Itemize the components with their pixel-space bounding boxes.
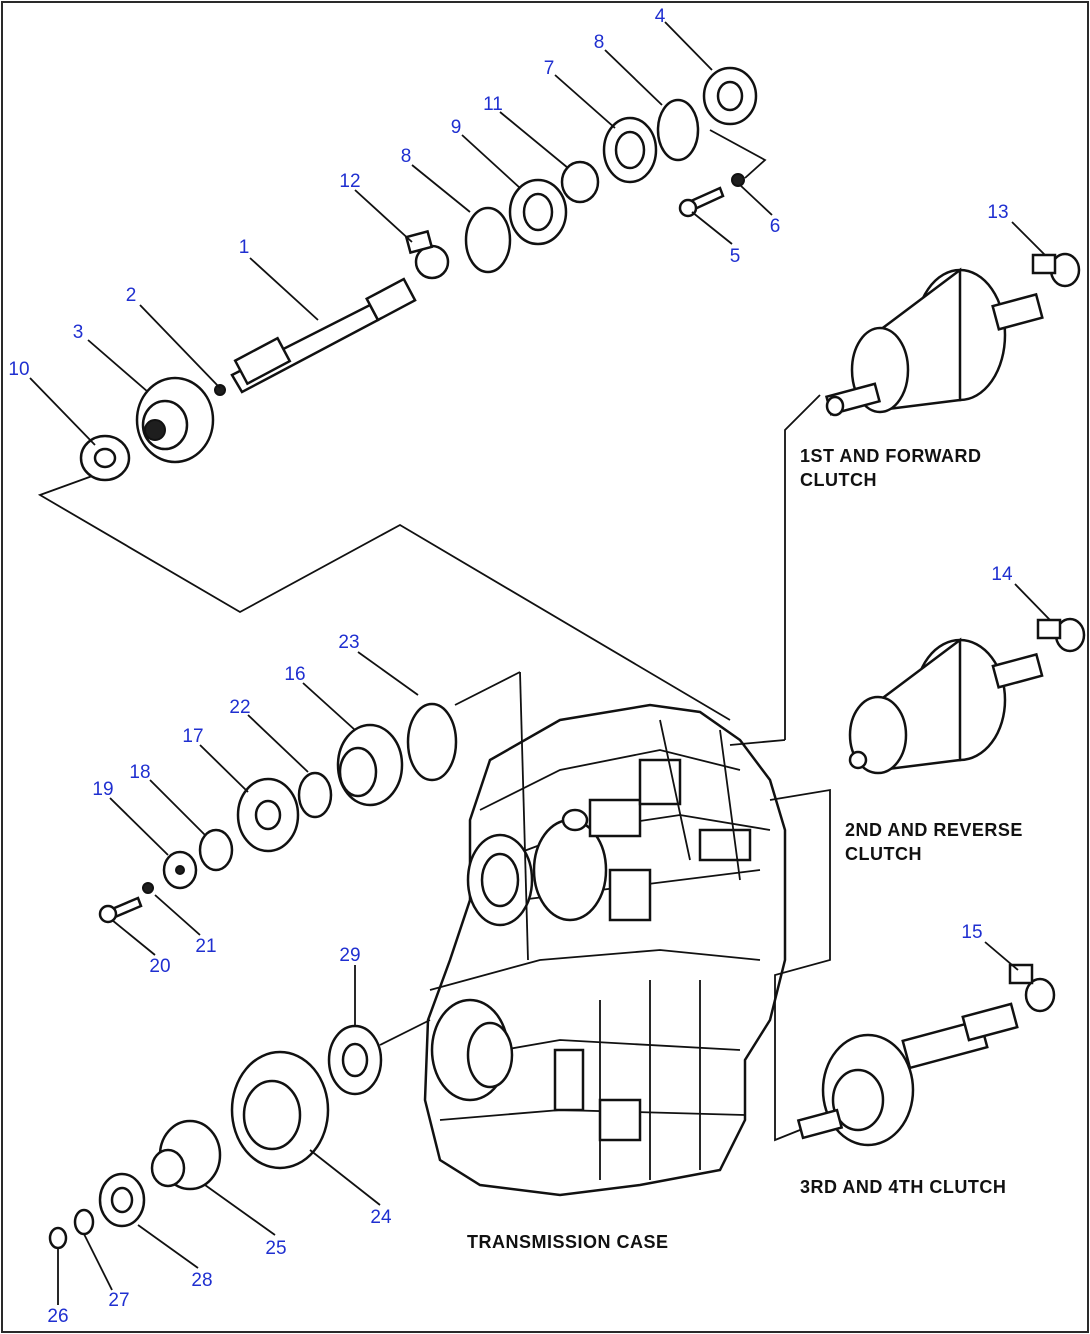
leader-lines xyxy=(29,21,1051,1305)
callout-5: 5 xyxy=(730,246,741,267)
callout-4: 4 xyxy=(655,6,666,27)
callout-14: 14 xyxy=(991,564,1013,585)
callout-18: 18 xyxy=(129,762,150,783)
idler-group xyxy=(98,702,458,924)
label-1st-forward-clutch-line2: CLUTCH xyxy=(800,470,877,490)
label-2nd-reverse-clutch-line2: CLUTCH xyxy=(845,844,922,864)
callout-25: 25 xyxy=(265,1238,286,1259)
callout-15: 15 xyxy=(961,922,982,943)
clutch-3rd-4th xyxy=(796,963,1056,1147)
callout-21: 21 xyxy=(195,936,216,957)
callout-7: 7 xyxy=(544,58,555,79)
callout-24: 24 xyxy=(370,1207,392,1228)
callout-1: 1 xyxy=(239,237,250,258)
connection-lines xyxy=(37,129,831,1142)
callout-26: 26 xyxy=(47,1306,68,1327)
callout-12: 12 xyxy=(339,171,360,192)
callout-8-lower: 8 xyxy=(401,146,412,167)
callout-3: 3 xyxy=(73,322,84,343)
transmission-case xyxy=(423,703,787,1197)
component-labels: 1ST AND FORWARD CLUTCH 2ND AND REVERSE C… xyxy=(467,446,1023,1252)
label-3rd-4th-clutch: 3RD AND 4TH CLUTCH xyxy=(800,1177,1006,1197)
callout-10: 10 xyxy=(8,359,29,380)
callout-8-upper: 8 xyxy=(594,32,605,53)
callout-9: 9 xyxy=(451,117,462,138)
callout-11: 11 xyxy=(483,94,503,115)
callout-2: 2 xyxy=(126,285,137,306)
label-1st-forward-clutch-line1: 1ST AND FORWARD xyxy=(800,446,982,466)
output-group xyxy=(48,1024,383,1250)
input-shaft-group xyxy=(79,66,758,482)
callout-19: 19 xyxy=(92,779,113,800)
callout-6: 6 xyxy=(770,216,781,237)
callout-28: 28 xyxy=(191,1270,212,1291)
callout-16: 16 xyxy=(284,664,305,685)
callout-23: 23 xyxy=(338,632,359,653)
label-2nd-reverse-clutch-line1: 2ND AND REVERSE xyxy=(845,820,1023,840)
callout-17: 17 xyxy=(182,726,203,747)
callout-20: 20 xyxy=(149,956,170,977)
clutch-1st-forward xyxy=(824,252,1081,417)
callout-13: 13 xyxy=(987,202,1008,223)
callout-numbers: 1 2 3 4 5 6 7 8 8 9 10 11 12 13 14 15 16… xyxy=(8,6,1013,1327)
callout-27: 27 xyxy=(108,1290,129,1311)
callout-29: 29 xyxy=(339,945,360,966)
callout-22: 22 xyxy=(229,697,250,718)
clutch-2nd-reverse xyxy=(848,617,1086,775)
label-transmission-case: TRANSMISSION CASE xyxy=(467,1232,669,1252)
